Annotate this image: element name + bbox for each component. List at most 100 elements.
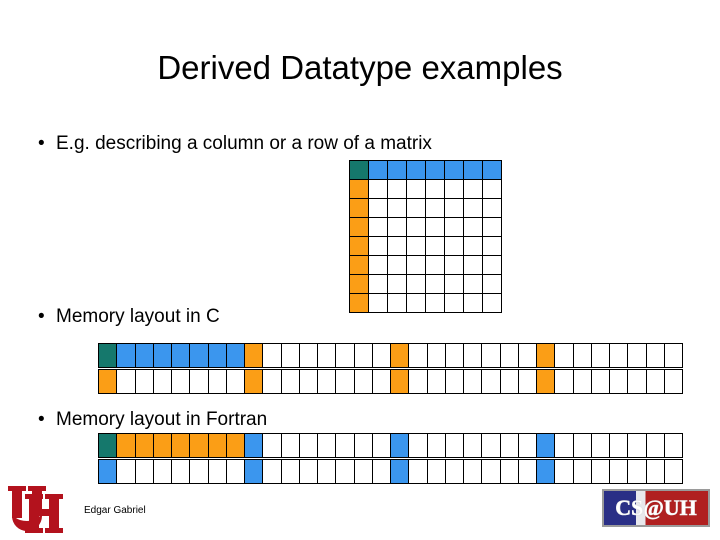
memory-c-cell [610, 370, 629, 394]
memory-c-cell [591, 370, 610, 394]
matrix-cell [483, 275, 502, 294]
memory-c-cell [153, 370, 172, 394]
memory-c-cell [354, 344, 373, 368]
memory-fortran-cell [354, 434, 373, 458]
memory-fortran-cell [482, 460, 501, 484]
memory-fortran-cell [190, 434, 209, 458]
memory-c-cell [281, 370, 300, 394]
memory-fortran-cell [664, 434, 683, 458]
matrix-cell [426, 180, 445, 199]
memory-fortran-cell [391, 434, 410, 458]
bullet-item-1: • E.g. describing a column or a row of a… [38, 132, 432, 156]
memory-c-cell [537, 370, 556, 394]
matrix-cell [445, 294, 464, 313]
matrix-cell [445, 275, 464, 294]
memory-c-cell [263, 344, 282, 368]
memory-c-cell [99, 344, 118, 368]
memory-fortran-cell [318, 460, 337, 484]
memory-fortran-cell [318, 434, 337, 458]
matrix-cell [426, 275, 445, 294]
memory-strip-c-row-1 [98, 343, 683, 368]
matrix-cell [445, 161, 464, 180]
memory-c-cell [646, 344, 665, 368]
memory-c-cell [500, 344, 519, 368]
memory-fortran-cell [409, 434, 428, 458]
bullet-text-2: Memory layout in C [56, 306, 220, 327]
memory-c-cell [354, 370, 373, 394]
matrix-cell [388, 161, 407, 180]
matrix-cell [388, 294, 407, 313]
memory-c-cell [135, 370, 154, 394]
memory-fortran-cell [537, 434, 556, 458]
memory-c-cell [117, 370, 136, 394]
matrix-cell [350, 294, 369, 313]
csuh-logo: CS@UH [602, 489, 710, 527]
memory-fortran-cell [646, 434, 665, 458]
memory-fortran-cell [464, 434, 483, 458]
page-title: Derived Datatype examples [157, 49, 563, 86]
memory-c-cell [664, 344, 683, 368]
memory-fortran-cell [628, 434, 647, 458]
memory-c-cell [99, 370, 118, 394]
memory-c-cell [610, 344, 629, 368]
memory-c-cell [409, 344, 428, 368]
memory-c-cell [482, 370, 501, 394]
matrix-grid [349, 160, 502, 313]
memory-c-cell [555, 344, 574, 368]
memory-fortran-cell [208, 460, 227, 484]
matrix-cell [369, 294, 388, 313]
memory-fortran-cell [610, 434, 629, 458]
memory-c-cell [299, 344, 318, 368]
matrix-cell [464, 218, 483, 237]
matrix-cell [350, 237, 369, 256]
memory-c-cell [226, 370, 245, 394]
matrix-cell [445, 199, 464, 218]
memory-c-cell [245, 344, 264, 368]
matrix-cell [464, 161, 483, 180]
memory-fortran-cell [299, 460, 318, 484]
memory-c-cell [464, 370, 483, 394]
memory-c-cell [263, 370, 282, 394]
bullet-marker-icon: • [38, 133, 45, 154]
matrix-cell [350, 180, 369, 199]
memory-c-cell [172, 370, 191, 394]
memory-c-cell [135, 344, 154, 368]
matrix-cell [369, 180, 388, 199]
memory-fortran-cell [482, 434, 501, 458]
memory-fortran-cell [172, 434, 191, 458]
matrix-cell [388, 237, 407, 256]
memory-fortran-cell [117, 460, 136, 484]
memory-c-cell [336, 370, 355, 394]
memory-c-cell [573, 344, 592, 368]
memory-fortran-cell [372, 434, 391, 458]
memory-c-cell [409, 370, 428, 394]
matrix-cell [426, 199, 445, 218]
memory-fortran-cell [135, 434, 154, 458]
memory-c-cell [500, 370, 519, 394]
memory-fortran-cell [518, 434, 537, 458]
memory-fortran-cell [518, 460, 537, 484]
memory-fortran-cell [591, 434, 610, 458]
memory-fortran-cell [263, 460, 282, 484]
memory-c-cell [518, 370, 537, 394]
memory-c-cell [646, 370, 665, 394]
memory-fortran-cell [336, 434, 355, 458]
memory-c-cell [318, 344, 337, 368]
matrix-cell [445, 180, 464, 199]
matrix-cell [407, 161, 426, 180]
memory-fortran-cell [610, 460, 629, 484]
matrix-cell [426, 294, 445, 313]
matrix-cell [369, 237, 388, 256]
memory-c-cell [226, 344, 245, 368]
matrix-cell [483, 256, 502, 275]
memory-c-cell [445, 344, 464, 368]
matrix-cell [426, 256, 445, 275]
matrix-cell [407, 218, 426, 237]
matrix-cell [407, 256, 426, 275]
memory-fortran-cell [226, 434, 245, 458]
memory-fortran-cell [445, 434, 464, 458]
memory-c-cell [628, 344, 647, 368]
matrix-cell [483, 237, 502, 256]
memory-c-cell [153, 344, 172, 368]
memory-fortran-cell [226, 460, 245, 484]
